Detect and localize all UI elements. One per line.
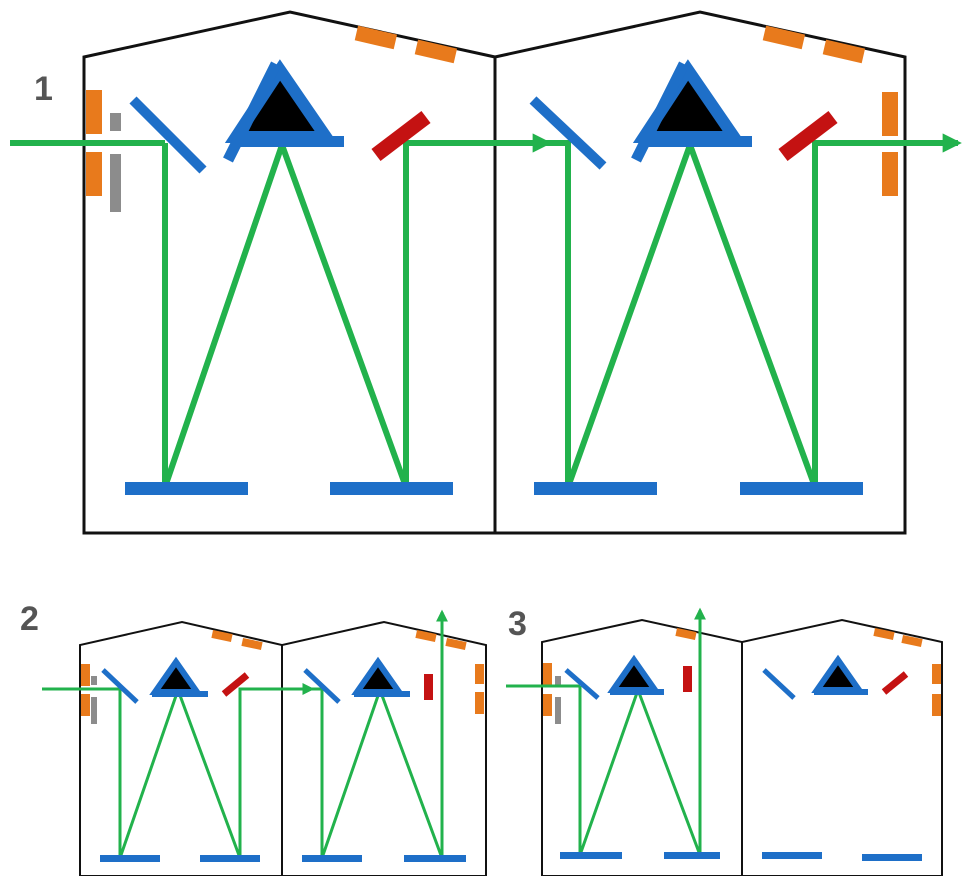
bottom-mirror-2 [330, 482, 453, 495]
prism-right [631, 59, 752, 163]
p2-mirrors [100, 668, 466, 862]
p3-prism-right [811, 654, 868, 695]
p3-red-block [683, 666, 692, 692]
input-window [86, 90, 102, 196]
fold-mirror-right [778, 111, 838, 161]
panel-3 [506, 607, 943, 876]
p3-roof-windows [675, 628, 923, 647]
p2-output-window [475, 664, 484, 714]
beam-path [10, 133, 962, 489]
panel-label-3: 3 [508, 605, 527, 643]
p2-prism-right [351, 656, 410, 697]
p3-prism-left [607, 654, 664, 695]
bottom-mirror-4 [740, 482, 863, 495]
bottom-mirror-3 [534, 482, 657, 495]
prism-left [223, 59, 344, 163]
p3-mirrors [560, 668, 922, 861]
p3-output-window [932, 664, 941, 716]
p3-input-window [543, 663, 552, 716]
panel-1 [10, 10, 962, 535]
roof-window-left-1 [354, 25, 398, 50]
p3-fold-mirror [881, 671, 909, 695]
shutter [110, 113, 121, 212]
p2-fold-mirror [221, 672, 250, 697]
p2-prism-left [149, 656, 208, 697]
p2-input-window [81, 664, 90, 716]
p2-shutter [91, 676, 97, 724]
fold-mirror-left [371, 111, 431, 161]
input-mirror-right [529, 96, 607, 170]
roof-window-right-1 [762, 25, 806, 50]
input-mirror-left [129, 96, 207, 174]
panel-2 [42, 609, 487, 876]
bottom-mirror-1 [125, 482, 248, 495]
panel-label-2: 2 [20, 600, 39, 638]
panel-label-1: 1 [34, 70, 53, 108]
output-window [882, 92, 898, 196]
roof-window-right-2 [822, 39, 866, 64]
roof-window-left-2 [414, 39, 458, 64]
p3-beam-path [506, 607, 706, 856]
p2-roof-windows [211, 630, 467, 650]
p2-red-block [424, 674, 433, 700]
p2-beam-path [42, 609, 448, 859]
p3-shutter [555, 676, 561, 724]
